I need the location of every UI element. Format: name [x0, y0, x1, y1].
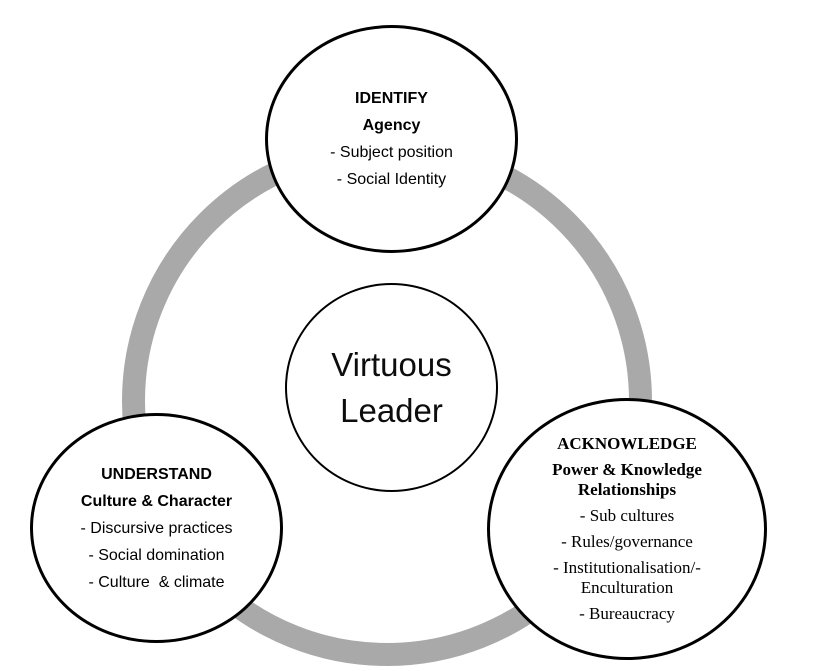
acknowledge-item: - Sub cultures: [579, 506, 675, 525]
understand-item: - Social domination: [88, 546, 225, 564]
circle-understand: UNDERSTAND Culture & Character - Discurs…: [30, 413, 283, 643]
circle-virtuous-leader: Virtuous Leader: [285, 283, 498, 492]
identify-item: - Subject position: [330, 144, 453, 161]
acknowledge-item: - Bureaucracy: [579, 604, 675, 623]
virtuous-leader-label: Virtuous Leader: [331, 345, 452, 429]
understand-item: - Discursive practices: [80, 519, 233, 537]
circle-identify: IDENTIFY Agency - Subject position - Soc…: [265, 25, 518, 253]
acknowledge-subheading: Power & Knowledge Relationships: [552, 460, 707, 499]
understand-heading: UNDERSTAND: [101, 465, 212, 483]
acknowledge-heading: ACKNOWLEDGE: [557, 434, 697, 453]
identify-item: - Social Identity: [336, 171, 447, 188]
acknowledge-item: - Institutionalisation/- Enculturation: [553, 558, 706, 597]
understand-item: - Culture & climate: [88, 573, 225, 591]
understand-subheading: Culture & Character: [80, 492, 233, 510]
acknowledge-item: - Rules/governance: [561, 532, 693, 551]
circle-acknowledge: ACKNOWLEDGE Power & Knowledge Relationsh…: [487, 398, 767, 660]
identify-subheading: Agency: [362, 117, 421, 134]
identify-heading: IDENTIFY: [355, 90, 428, 107]
